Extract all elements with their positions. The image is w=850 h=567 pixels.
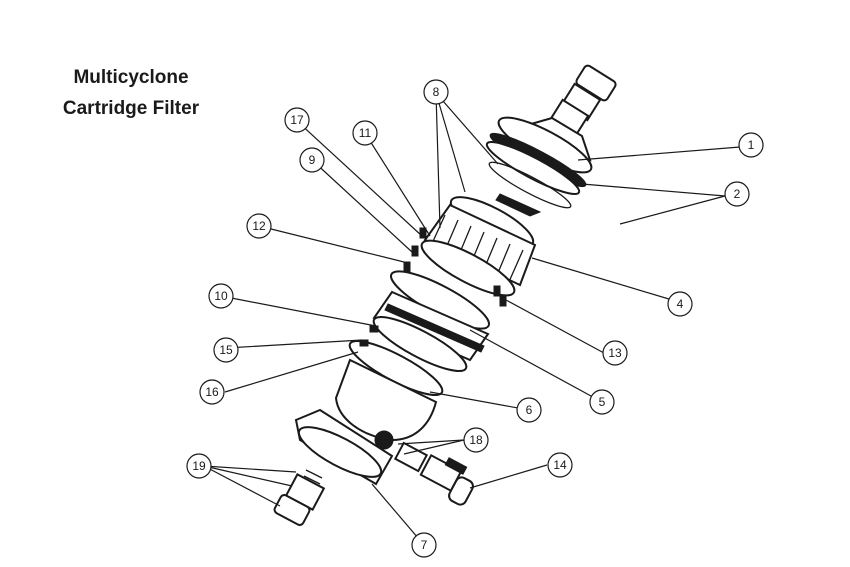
- lid-cone: [485, 116, 593, 195]
- diagram-title: Multicyclone Cartridge Filter: [36, 62, 226, 124]
- drain-valve: [374, 430, 474, 506]
- callout-18: 18: [463, 427, 489, 453]
- callout-13-label: 13: [608, 346, 622, 360]
- callout-1: 1: [738, 132, 764, 158]
- callout-4: 4: [667, 291, 693, 317]
- callout-10: 10: [208, 283, 234, 309]
- callout-13: 13: [602, 340, 628, 366]
- callout-6: 6: [516, 397, 542, 423]
- callout-15: 15: [213, 337, 239, 363]
- callout-14: 14: [547, 452, 573, 478]
- title-line-1: Multicyclone: [73, 67, 189, 88]
- callout-9-label: 9: [309, 153, 316, 167]
- callout-19: 19: [186, 453, 212, 479]
- callout-12-label: 12: [252, 219, 266, 233]
- callout-17: 17: [284, 107, 310, 133]
- callout-5: 5: [589, 389, 615, 415]
- callout-8: 8: [423, 79, 449, 105]
- callout-11: 11: [352, 120, 378, 146]
- callout-10-label: 10: [214, 289, 228, 303]
- callout-14-label: 14: [553, 458, 567, 472]
- callout-12: 12: [246, 213, 272, 239]
- callout-19-label: 19: [192, 459, 206, 473]
- filter-assembly: [273, 64, 617, 526]
- callout-7-label: 7: [421, 538, 428, 552]
- callout-1-label: 1: [748, 138, 755, 152]
- callout-4-label: 4: [677, 297, 684, 311]
- callout-15-label: 15: [219, 343, 233, 357]
- callout-11-label: 11: [359, 126, 372, 140]
- lid-seal-rings: [488, 161, 572, 217]
- callout-2: 2: [724, 181, 750, 207]
- cartridge-body: [372, 270, 491, 372]
- callout-18-label: 18: [469, 433, 483, 447]
- base-flange: [294, 408, 394, 486]
- callout-8-label: 8: [433, 85, 440, 99]
- callout-9: 9: [299, 147, 325, 173]
- callout-17-label: 17: [290, 113, 304, 127]
- callout-16-label: 16: [205, 385, 219, 399]
- cyclone-manifold: [420, 196, 537, 297]
- callout-6-label: 6: [526, 403, 533, 417]
- callout-7: 7: [411, 532, 437, 558]
- title-line-2: Cartridge Filter: [62, 98, 200, 119]
- callout-5-label: 5: [599, 395, 606, 409]
- callout-2-label: 2: [734, 187, 741, 201]
- callout-16: 16: [199, 379, 225, 405]
- fasteners: [359, 227, 507, 347]
- side-fittings: [273, 469, 326, 526]
- leader-lines: [203, 92, 741, 546]
